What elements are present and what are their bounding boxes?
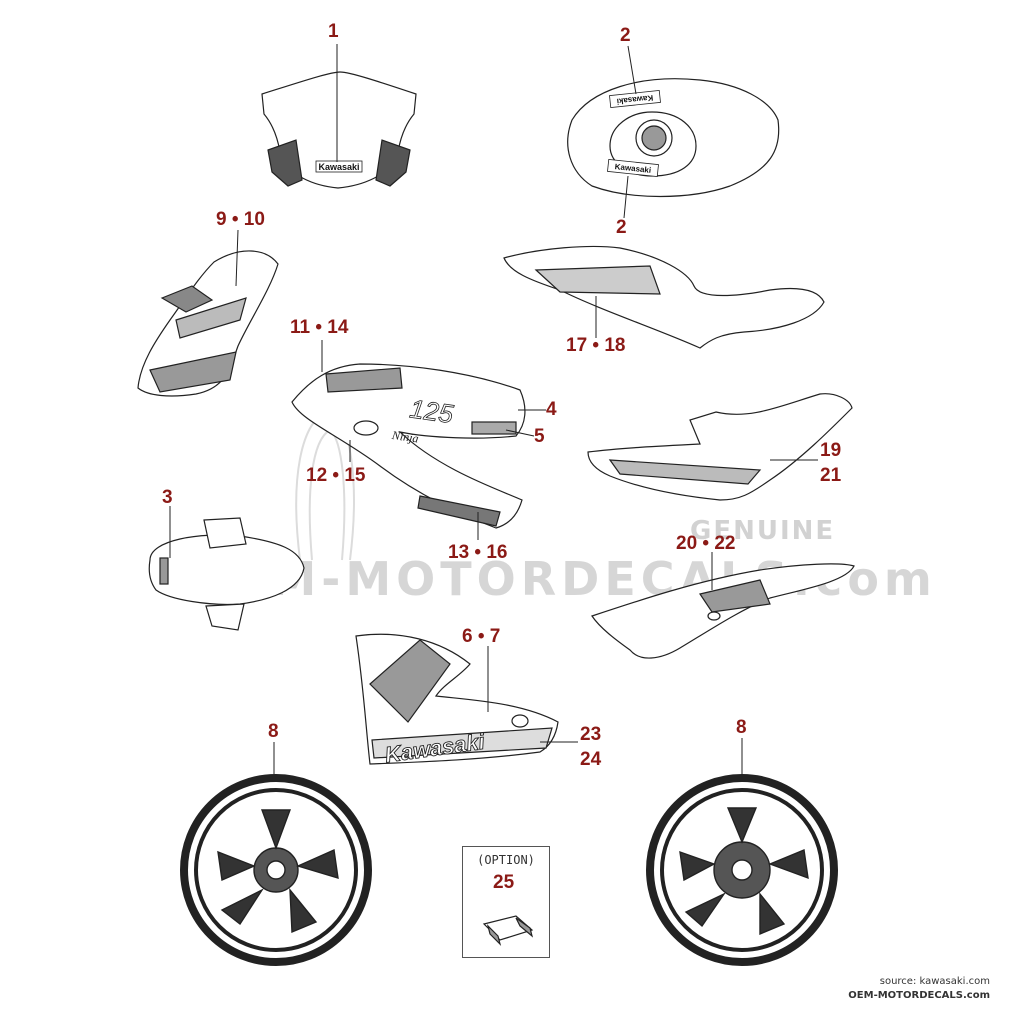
callout-20-22: 20 • 22 bbox=[676, 533, 736, 554]
callout-8-rear: 8 bbox=[736, 717, 747, 738]
option-label: (OPTION) bbox=[477, 853, 535, 867]
callout-1: 1 bbox=[328, 21, 339, 42]
callout-19: 19 bbox=[820, 440, 842, 461]
windscreen-part bbox=[261, 71, 417, 189]
source-credit: source: kawasaki.com bbox=[879, 976, 990, 987]
tank-cover-part bbox=[567, 78, 780, 198]
callout-12-15: 12 • 15 bbox=[306, 465, 366, 486]
lower-cowl-part bbox=[355, 633, 559, 765]
shroud-script-decal: Ninja bbox=[390, 428, 419, 446]
under-tail-part bbox=[591, 563, 855, 659]
callout-3: 3 bbox=[162, 487, 173, 508]
option-clip-part bbox=[482, 915, 534, 946]
callout-4: 4 bbox=[546, 399, 557, 420]
callout-13-16: 13 • 16 bbox=[448, 542, 508, 563]
option-box: (OPTION) 25 bbox=[462, 846, 550, 958]
tail-cowl-part bbox=[587, 393, 853, 501]
callout-2-top: 2 bbox=[620, 25, 631, 46]
callout-23: 23 bbox=[580, 724, 602, 745]
callout-8-front: 8 bbox=[268, 721, 279, 742]
callout-2-bottom: 2 bbox=[616, 217, 627, 238]
side-shroud-part bbox=[291, 363, 526, 529]
callout-25: 25 bbox=[493, 872, 515, 893]
callout-21: 21 bbox=[820, 465, 842, 486]
rear-wheel-part bbox=[646, 774, 838, 966]
callout-6-7: 6 • 7 bbox=[462, 626, 501, 647]
leader-lines bbox=[169, 44, 818, 780]
callout-5: 5 bbox=[534, 426, 545, 447]
front-wheel-part bbox=[180, 774, 372, 966]
callout-17-18: 17 • 18 bbox=[566, 335, 626, 356]
windscreen-decal-text: Kawasaki bbox=[318, 162, 359, 172]
upper-cowl-part bbox=[137, 250, 279, 397]
front-fender-part bbox=[148, 517, 305, 631]
source-site: OEM-MOTORDECALS.com bbox=[848, 990, 990, 1001]
callout-24: 24 bbox=[580, 749, 602, 770]
watermark-genuine: GENUINE bbox=[690, 516, 836, 546]
seat-part bbox=[503, 245, 825, 349]
callout-11-14: 11 • 14 bbox=[290, 317, 349, 338]
tank-bottom-decal-text: Kawasaki bbox=[614, 162, 651, 175]
callout-9-10: 9 • 10 bbox=[216, 209, 265, 230]
shroud-model-decal: 125 bbox=[408, 393, 456, 429]
tank-top-decal-text: Kawasaki bbox=[616, 93, 653, 106]
